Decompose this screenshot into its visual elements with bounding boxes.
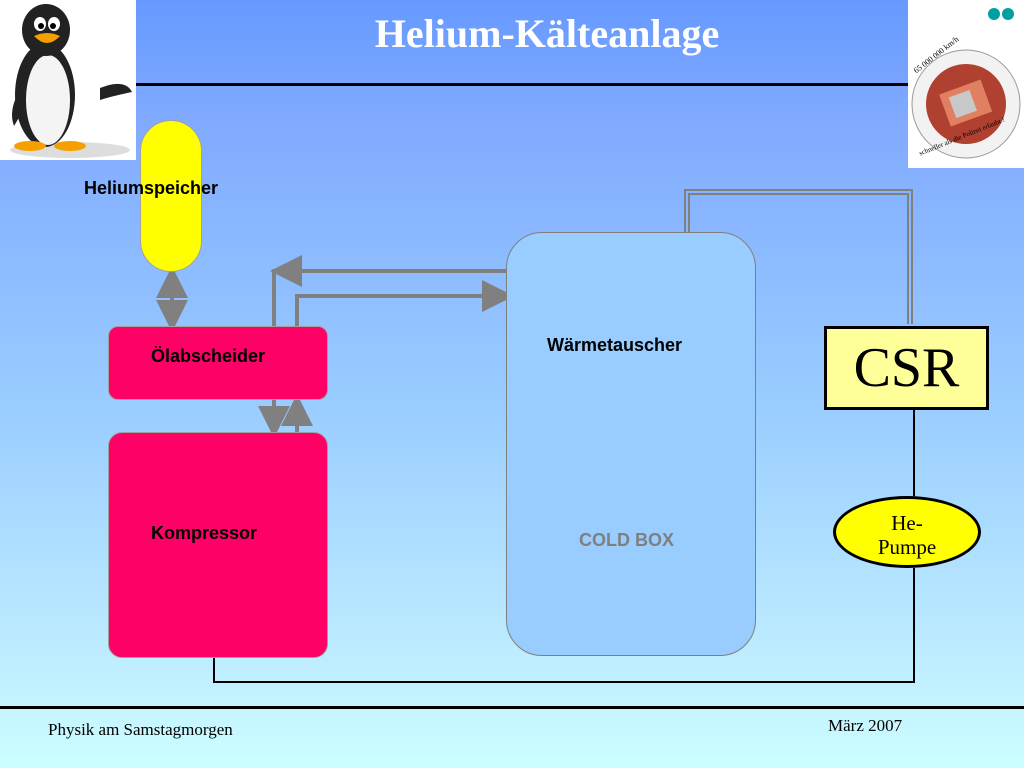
oelabscheider-box: Ölabscheider [108,326,328,400]
kompressor-label: Kompressor [151,523,258,543]
heliumspeicher-tank [140,120,202,272]
csr-pipe-outer [684,189,913,324]
pump-kompressor-line [213,568,915,683]
kompressor-box: Kompressor [108,432,328,658]
pumpe-label-line2: Pumpe [877,535,937,559]
csr-pipe-inner [688,193,909,324]
coldbox-return-pipe [272,269,506,326]
oelabscheider-label: Ölabscheider [151,346,266,366]
footer-left-text: Physik am Samstagmorgen [48,720,233,739]
coldbox-supply-pipe [295,280,514,326]
pumpe-label-line1: He- [891,511,923,535]
footer-divider [0,706,1024,709]
csr-ring-photo-icon [911,8,1021,159]
he-pumpe: He- Pumpe [833,496,981,568]
penguin-mascot-icon [10,4,132,158]
footer-date: März 2007 [828,716,903,735]
slide-title: Helium-Kälteanlage [374,11,720,56]
title-divider [136,83,908,86]
csr-badge-logo: 65 000 000 km/h schneller als die Polize… [908,0,1024,168]
cold-box-label: COLD BOX [579,530,675,550]
csr-box: CSR [824,326,989,410]
cold-box: Wärmetauscher COLD BOX [506,232,756,656]
heliumspeicher-label: Heliumspeicher [84,178,219,198]
waermetauscher-label: Wärmetauscher [547,335,683,355]
penguin-logo [0,0,136,160]
